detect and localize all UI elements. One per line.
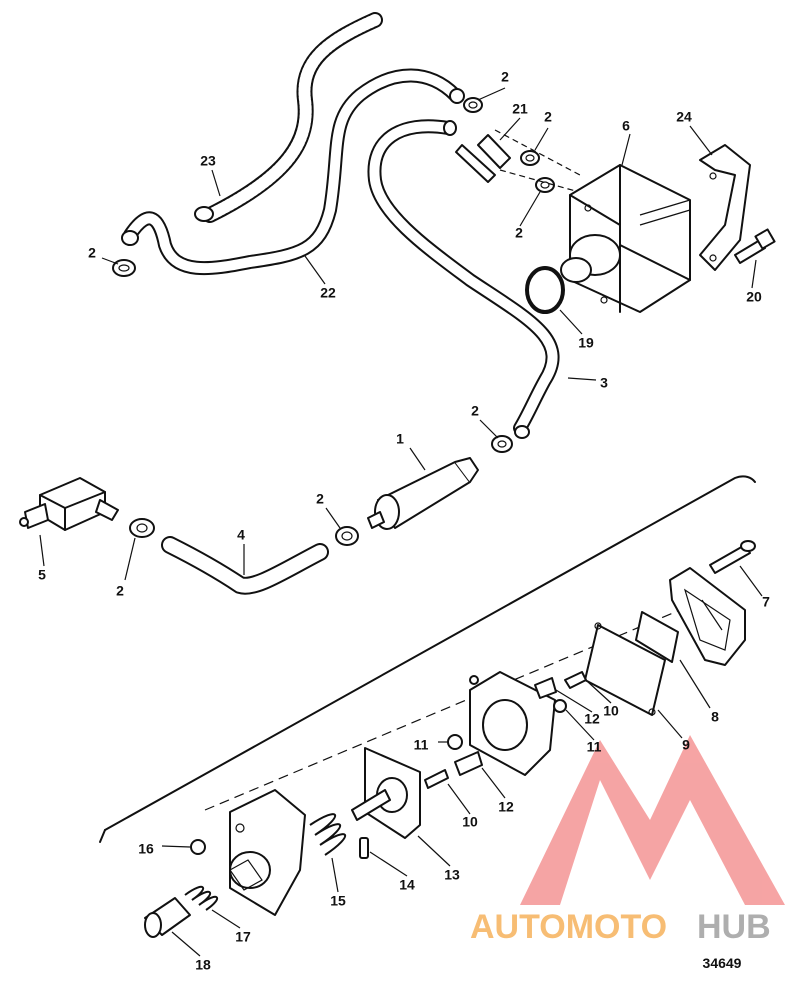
corrugated-hose-23 bbox=[194, 12, 383, 223]
diaphragm-9 bbox=[584, 622, 666, 716]
callout-c18: 18 bbox=[195, 957, 211, 973]
screw-7 bbox=[709, 540, 756, 574]
section-divider bbox=[99, 475, 756, 843]
callout-c8: 8 bbox=[711, 709, 719, 725]
callout-c11a: 11 bbox=[587, 739, 602, 755]
spring-15 bbox=[309, 813, 346, 856]
callout-c14: 14 bbox=[399, 877, 415, 893]
fuel-valve-5 bbox=[19, 477, 119, 531]
fuel-hose-4 bbox=[161, 536, 329, 595]
plunger-18 bbox=[144, 897, 191, 938]
fuel-filter-1 bbox=[367, 457, 479, 530]
screw-10a bbox=[564, 671, 587, 689]
callout-numbers: 1222222234567891010111112121314151617181… bbox=[38, 69, 770, 973]
o-ring-19 bbox=[525, 266, 565, 314]
figure-number: 34649 bbox=[703, 955, 742, 971]
clamp-mid bbox=[520, 150, 540, 166]
hose-fitting-21 bbox=[455, 129, 591, 196]
fuel-pump-6 bbox=[560, 164, 691, 313]
leader-lines bbox=[39, 87, 763, 957]
clamp-top bbox=[463, 97, 483, 113]
callout-c10b: 10 bbox=[462, 814, 478, 830]
callout-c20: 20 bbox=[746, 289, 762, 305]
callout-c24: 24 bbox=[676, 109, 692, 125]
watermark-logo bbox=[520, 735, 785, 905]
clamp-low bbox=[535, 177, 555, 193]
fuel-hose-3 bbox=[367, 119, 560, 439]
nut-11a bbox=[553, 699, 567, 713]
piston-plate-13 bbox=[351, 747, 421, 839]
callout-c10a: 10 bbox=[603, 703, 619, 719]
callout-c1: 1 bbox=[396, 431, 404, 447]
hose-clamps-2 bbox=[112, 97, 555, 546]
callout-c23: 23 bbox=[200, 153, 216, 169]
callout-c11b: 11 bbox=[414, 737, 429, 753]
callout-c2a: 2 bbox=[501, 69, 509, 85]
callout-c7: 7 bbox=[762, 594, 770, 610]
check-valve-8 bbox=[635, 611, 679, 663]
callout-c13: 13 bbox=[444, 867, 460, 883]
callout-c12a: 12 bbox=[584, 711, 600, 727]
callout-c22: 22 bbox=[320, 285, 336, 301]
valve-12b bbox=[454, 751, 483, 776]
callout-c6: 6 bbox=[622, 118, 630, 134]
bolt-20 bbox=[734, 228, 776, 264]
callout-c4: 4 bbox=[237, 527, 245, 543]
bracket-24 bbox=[699, 144, 751, 271]
clamp-filter-out bbox=[491, 435, 513, 453]
fuel-hose-22 bbox=[121, 68, 465, 276]
callout-c2d: 2 bbox=[88, 245, 96, 261]
nut-11b bbox=[447, 734, 463, 750]
callout-c9: 9 bbox=[682, 737, 690, 753]
callout-c2e: 2 bbox=[471, 403, 479, 419]
nut-16 bbox=[190, 839, 206, 855]
clamp-valve bbox=[129, 518, 155, 538]
callout-c5: 5 bbox=[38, 567, 46, 583]
callout-c15: 15 bbox=[330, 893, 346, 909]
callout-c12b: 12 bbox=[498, 799, 514, 815]
watermark-text-gray: HUB bbox=[697, 908, 771, 946]
watermark-text: AUTOMOTO HUB bbox=[470, 908, 771, 946]
pump-cover-7 bbox=[669, 567, 746, 666]
screw-10b bbox=[424, 769, 449, 789]
clamp-left bbox=[112, 259, 136, 277]
watermark-text-orange: AUTOMOTO bbox=[470, 908, 667, 946]
callout-c2g: 2 bbox=[116, 583, 124, 599]
spring-17 bbox=[184, 885, 218, 911]
valve-12a bbox=[534, 677, 557, 699]
callout-c16: 16 bbox=[138, 841, 154, 857]
callout-c2f: 2 bbox=[316, 491, 324, 507]
pump-base-housing bbox=[229, 789, 306, 916]
callout-c2b: 2 bbox=[544, 109, 552, 125]
callout-c21: 21 bbox=[512, 101, 528, 117]
callout-c17: 17 bbox=[235, 929, 251, 945]
callout-c2c: 2 bbox=[515, 225, 523, 241]
callout-c3: 3 bbox=[600, 375, 608, 391]
pin-14 bbox=[359, 837, 369, 859]
clamp-filter-in bbox=[335, 526, 359, 546]
pump-body bbox=[469, 671, 556, 776]
callout-c19: 19 bbox=[578, 335, 594, 351]
